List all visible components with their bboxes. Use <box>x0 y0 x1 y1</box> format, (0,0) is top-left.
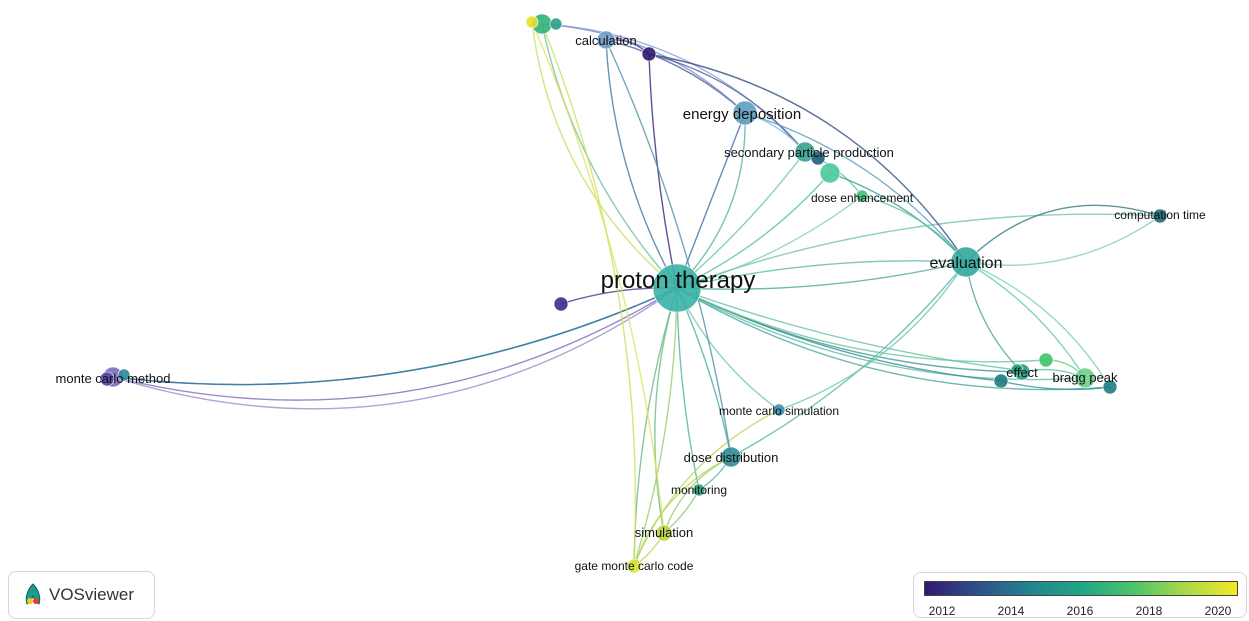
legend-tick: 2020 <box>1204 604 1232 618</box>
legend-tick: 2018 <box>1135 604 1163 618</box>
network-link <box>605 39 678 289</box>
network-link <box>965 261 1086 379</box>
year-color-legend: 2012 2014 2016 2018 2020 <box>913 572 1247 618</box>
network-link <box>676 112 746 289</box>
network-node-p2[interactable] <box>525 15 539 29</box>
vosviewer-logo: VOSviewer <box>8 571 155 619</box>
label-calculation[interactable]: calculation <box>575 33 636 48</box>
label-layer: proton therapy calculation energy deposi… <box>56 33 1206 573</box>
network-node-ev[interactable] <box>950 246 982 278</box>
network-link <box>648 53 806 153</box>
network-link <box>676 287 1047 363</box>
network-link <box>965 204 1161 263</box>
legend-tick: 2012 <box>928 604 956 618</box>
network-link <box>541 23 746 114</box>
label-simulation[interactable]: simulation <box>635 525 694 540</box>
network-node-p4[interactable] <box>641 46 657 62</box>
network-link <box>676 112 746 289</box>
network-node-gate[interactable] <box>626 558 642 574</box>
link-layer <box>112 21 1161 567</box>
network-node-p9[interactable] <box>1038 352 1054 368</box>
label-dose-distribution[interactable]: dose distribution <box>684 450 779 465</box>
network-link <box>676 287 1111 391</box>
network-link <box>112 287 678 410</box>
network-link <box>965 261 1111 388</box>
network-node-p5[interactable] <box>553 296 569 312</box>
legend-tick: 2016 <box>1066 604 1094 618</box>
legend-color-bar <box>924 581 1238 596</box>
network-link <box>744 112 967 263</box>
network-link <box>676 287 1023 373</box>
node-layer <box>99 13 1168 574</box>
network-link <box>112 287 678 386</box>
network-node-mon[interactable] <box>692 483 706 497</box>
network-node-p3[interactable] <box>549 17 563 31</box>
network-link <box>541 23 806 153</box>
network-link <box>541 23 678 289</box>
network-link <box>778 261 967 411</box>
label-energy-deposition[interactable]: energy deposition <box>683 106 801 123</box>
network-link <box>531 21 665 534</box>
network-node-ed[interactable] <box>732 100 758 126</box>
network-node-bp[interactable] <box>1074 367 1096 389</box>
network-link <box>861 195 967 263</box>
network-link <box>965 261 1023 373</box>
network-link <box>676 261 967 290</box>
network-node-de[interactable] <box>855 189 869 203</box>
network-link <box>112 287 678 386</box>
network-node-p13[interactable] <box>1010 363 1024 377</box>
network-link <box>676 213 1161 289</box>
network-link <box>676 195 863 289</box>
legend-tick: 2014 <box>997 604 1025 618</box>
network-node-p10[interactable] <box>1102 379 1118 395</box>
network-node-ct[interactable] <box>1152 208 1168 224</box>
network-link <box>829 172 967 263</box>
network-link <box>676 287 1002 382</box>
network-node-p12[interactable] <box>99 371 115 387</box>
label-secondary-particle-production[interactable]: secondary particle production <box>724 145 894 160</box>
label-effect[interactable]: effect <box>1006 365 1038 380</box>
label-computation-time[interactable]: computation time <box>1114 208 1206 222</box>
network-node-p11[interactable] <box>117 368 131 382</box>
label-proton-therapy[interactable]: proton therapy <box>601 267 756 294</box>
network-link <box>676 287 1018 371</box>
network-link <box>633 409 780 567</box>
vosviewer-logo-text: VOSviewer <box>49 585 135 604</box>
network-link <box>676 260 967 289</box>
network-node-p6[interactable] <box>810 150 826 166</box>
label-dose-enhancement[interactable]: dose enhancement <box>811 191 914 205</box>
network-link <box>676 287 700 491</box>
network-node-pt[interactable] <box>652 263 702 313</box>
network-link <box>605 39 732 458</box>
vosviewer-logo-icon <box>25 583 41 605</box>
network-link <box>112 287 678 401</box>
network-link <box>648 53 967 263</box>
network-node-dd[interactable] <box>720 446 742 468</box>
label-evaluation[interactable]: evaluation <box>930 255 1003 272</box>
network-node-sim[interactable] <box>655 524 673 542</box>
network-link <box>965 215 1161 266</box>
network-link <box>1000 380 1111 391</box>
network-link <box>633 287 678 567</box>
network-node-p8[interactable] <box>993 373 1009 389</box>
label-bragg-peak[interactable]: bragg peak <box>1052 370 1118 385</box>
network-link <box>605 39 746 114</box>
network-link <box>541 23 637 567</box>
network-link <box>648 53 678 289</box>
label-gate-monte-carlo-code[interactable]: gate monte carlo code <box>575 559 694 573</box>
network-node-mcs[interactable] <box>772 403 786 417</box>
network-link <box>531 21 678 289</box>
network-node-calc[interactable] <box>596 30 616 50</box>
network-link <box>676 287 1086 381</box>
network-node-p7[interactable] <box>819 162 841 184</box>
label-monitoring[interactable]: monitoring <box>671 483 727 497</box>
label-monte-carlo-simulation[interactable]: monte carlo simulation <box>719 404 839 418</box>
label-monte-carlo-method[interactable]: monte carlo method <box>56 371 171 386</box>
